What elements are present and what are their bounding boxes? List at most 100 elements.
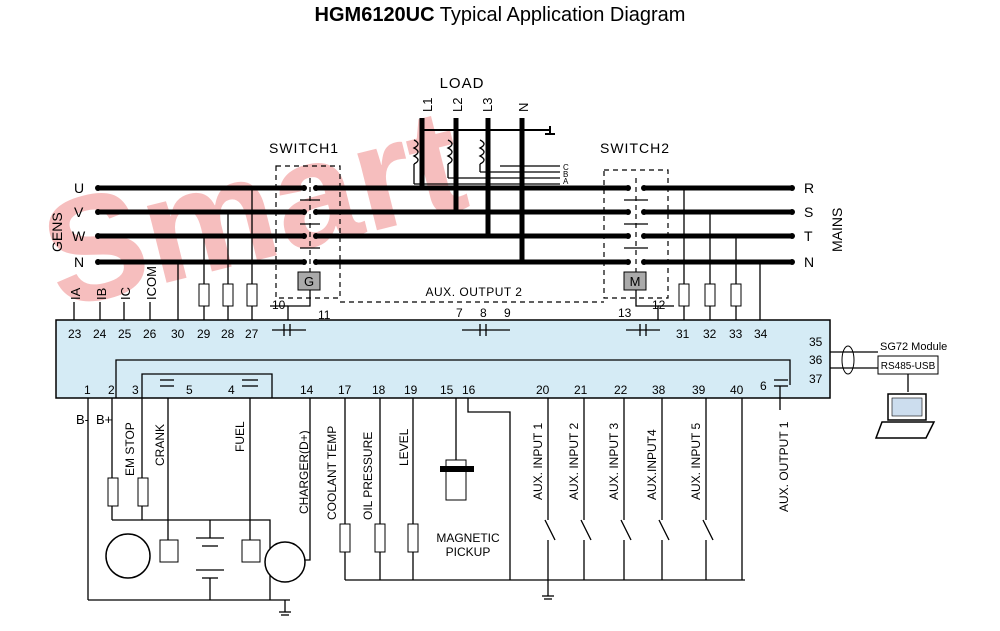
mains-phase-n: N — [804, 254, 814, 270]
switch1-coil — [297, 271, 321, 291]
mains-phase-r: R — [804, 180, 814, 196]
switch2-coil-label: M — [630, 274, 641, 289]
switch1-label: SWITCH1 — [269, 140, 339, 156]
terminal-31: 31 — [676, 327, 690, 341]
terminal-28: 28 — [221, 327, 235, 341]
aux-output2-label: AUX. OUTPUT 2 — [426, 285, 523, 299]
coolant-temp-label: COOLANT TEMP — [325, 426, 339, 520]
terminal-29: 29 — [197, 327, 211, 341]
battery-negative: B- — [76, 412, 89, 427]
load-phase-l1: L1 — [420, 98, 435, 112]
terminal-19: 19 — [404, 383, 418, 397]
load-bus — [316, 185, 628, 265]
top-terminal-numbers: 23 24 25 26 30 29 28 27 31 32 33 34 — [68, 327, 768, 341]
mains-bus — [644, 185, 795, 265]
current-input-ic: IC — [118, 287, 133, 300]
aux-input2-label: AUX. INPUT 2 — [567, 423, 581, 500]
terminal-6: 6 — [760, 379, 767, 393]
aux-output1-label: AUX. OUTPUT 1 — [777, 421, 791, 512]
gens-label: GENS — [49, 212, 65, 252]
terminal-4: 4 — [228, 383, 235, 397]
oil-pressure-label: OIL PRESSURE — [361, 432, 375, 520]
sg72-port-label: RS485-USB — [881, 361, 936, 372]
gens-phase-w: W — [72, 228, 86, 244]
current-input-icom: ICOM — [144, 266, 159, 300]
terminal-15: 15 — [440, 383, 454, 397]
battery-positive: B+ — [96, 412, 112, 427]
aux-input5-label: AUX. INPUT 5 — [689, 423, 703, 500]
terminal-1: 1 — [84, 383, 91, 397]
terminal-5: 5 — [186, 383, 193, 397]
switch2-coil — [623, 271, 647, 291]
terminal-38: 38 — [652, 383, 666, 397]
bottom-terminal-numbers: 1 2 3 5 4 14 17 18 19 15 16 20 21 22 38 … — [84, 379, 767, 397]
level-label: LEVEL — [397, 428, 411, 466]
current-input-wires — [73, 302, 151, 320]
switch2-box — [603, 169, 669, 299]
fuel-label: FUEL — [233, 421, 247, 452]
ct-label-b: B — [563, 170, 568, 179]
terminal-34: 34 — [754, 327, 768, 341]
terminal-11: 11 — [318, 308, 331, 322]
terminal-10: 10 — [272, 298, 286, 312]
laptop-icon — [874, 393, 936, 439]
terminal-7: 7 — [456, 306, 463, 320]
gens-phase-n: N — [74, 254, 84, 270]
terminal-30: 30 — [171, 327, 185, 341]
load-phase-l2: L2 — [450, 98, 465, 112]
terminal-33: 33 — [729, 327, 743, 341]
terminal-21: 21 — [574, 383, 588, 397]
right-terminal-numbers: 35 36 37 — [809, 335, 823, 386]
bottom-signal-labels: EM STOP CRANK FUEL CHARGER(D+) COOLANT T… — [123, 421, 791, 520]
ct-label-c: C — [563, 163, 569, 172]
terminal-17: 17 — [338, 383, 352, 397]
relay-wiring — [270, 290, 674, 320]
load-phase-n: N — [516, 103, 531, 112]
terminal-32: 32 — [703, 327, 717, 341]
terminal-3: 3 — [132, 383, 139, 397]
terminal-37: 37 — [809, 372, 823, 386]
voltage-sense-wires — [177, 188, 761, 320]
terminal-12: 12 — [652, 298, 666, 312]
internal-connection — [115, 359, 791, 398]
mains-phase-s: S — [804, 204, 813, 220]
terminal-13: 13 — [618, 306, 632, 320]
aux-input1-label: AUX. INPUT 1 — [531, 423, 545, 500]
gens-phase-v: V — [74, 204, 84, 220]
bottom-wiring — [87, 398, 745, 616]
sg72-module-label: SG72 Module — [880, 341, 947, 353]
switch1-contacts — [300, 178, 320, 272]
terminal-23: 23 — [68, 327, 82, 341]
charger-label: CHARGER(D+) — [297, 430, 311, 514]
terminal-36: 36 — [809, 353, 823, 367]
terminal-25: 25 — [118, 327, 132, 341]
terminal-14: 14 — [300, 383, 314, 397]
terminal-26: 26 — [143, 327, 157, 341]
relay-symbols — [272, 324, 660, 336]
load-phase-l3: L3 — [480, 98, 495, 112]
terminal-9: 9 — [504, 306, 511, 320]
switch1-coil-label: G — [304, 274, 314, 289]
load-label: LOAD — [440, 75, 485, 92]
ct-label-a: A — [563, 177, 569, 186]
relay-terminal-numbers: 10 11 7 8 9 13 12 — [272, 298, 666, 322]
terminal-16: 16 — [462, 383, 476, 397]
gens-bus — [95, 185, 304, 265]
current-transformers — [412, 139, 560, 185]
aux-input4-label: AUX.INPUT4 — [645, 429, 659, 500]
output-relays — [160, 379, 788, 410]
switch2-contacts — [624, 178, 648, 272]
terminal-35: 35 — [809, 335, 823, 349]
diagram-title: HGM6120UC Typical Application Diagram — [314, 4, 686, 26]
mains-label: MAINS — [829, 208, 845, 252]
magnetic-pickup-label-line2: PICKUP — [446, 545, 491, 559]
terminal-24: 24 — [93, 327, 107, 341]
terminal-2: 2 — [108, 383, 115, 397]
terminal-27: 27 — [245, 327, 259, 341]
em-stop-label: EM STOP — [123, 422, 137, 476]
terminal-39: 39 — [692, 383, 706, 397]
terminal-20: 20 — [536, 383, 550, 397]
gens-phase-u: U — [74, 180, 84, 196]
terminal-22: 22 — [614, 383, 628, 397]
